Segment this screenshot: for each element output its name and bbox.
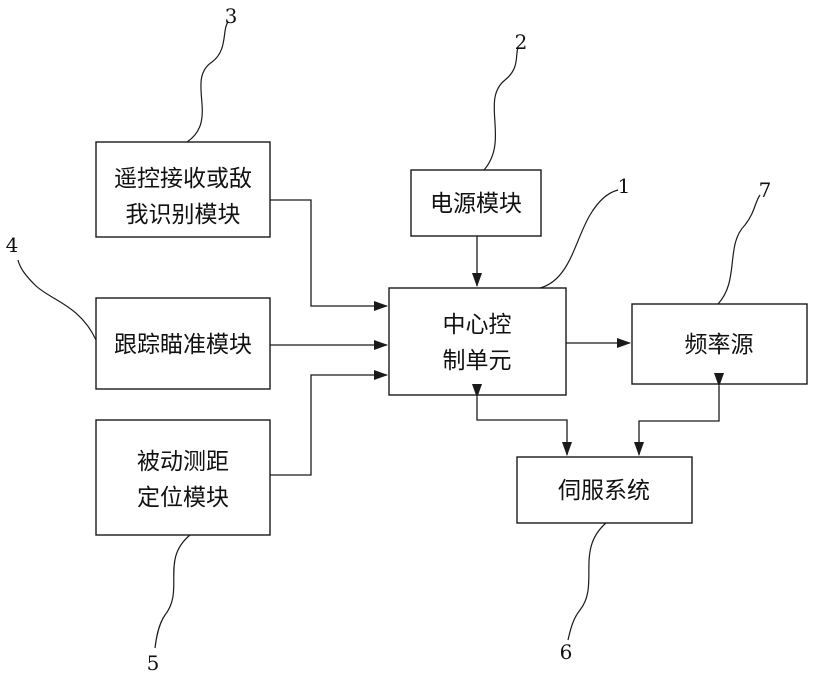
numeral-7: 7 bbox=[759, 178, 772, 202]
remote-iff-line1: 遥控接收或敌 bbox=[114, 166, 252, 192]
passive-ranging-module-box bbox=[96, 420, 270, 535]
central-servo-bidirectional-arrow bbox=[477, 397, 567, 455]
leader-line-3 bbox=[187, 22, 228, 142]
numeral-5: 5 bbox=[147, 651, 160, 675]
leader-line-1 bbox=[540, 190, 618, 288]
central-control-line1: 中心控 bbox=[443, 312, 512, 338]
remote-iff-to-central-arrow bbox=[270, 200, 387, 306]
frequency-servo-bidirectional-arrow bbox=[639, 386, 719, 455]
passive-ranging-line1: 被动测距 bbox=[137, 449, 229, 475]
passive-ranging-line2: 定位模块 bbox=[137, 485, 229, 511]
leader-line-7 bbox=[718, 195, 760, 304]
numeral-1: 1 bbox=[618, 174, 631, 198]
ranging-to-central-arrow bbox=[270, 375, 387, 475]
numeral-6: 6 bbox=[560, 640, 573, 664]
central-control-unit-box bbox=[389, 288, 566, 395]
power-module-label: 电源模块 bbox=[430, 191, 522, 217]
leader-line-6 bbox=[568, 523, 606, 640]
numeral-2: 2 bbox=[515, 30, 528, 54]
central-control-line2: 制单元 bbox=[443, 348, 512, 374]
leader-line-5 bbox=[155, 535, 190, 648]
servo-system-label: 伺服系统 bbox=[558, 478, 650, 504]
leader-line-4 bbox=[18, 260, 96, 340]
numeral-4: 4 bbox=[6, 233, 19, 257]
numeral-3: 3 bbox=[225, 4, 238, 28]
frequency-source-label: 频率源 bbox=[685, 332, 754, 358]
remote-iff-line2: 我识别模块 bbox=[126, 202, 241, 228]
leader-line-2 bbox=[484, 48, 518, 170]
tracking-aim-label: 跟踪瞄准模块 bbox=[114, 332, 252, 358]
